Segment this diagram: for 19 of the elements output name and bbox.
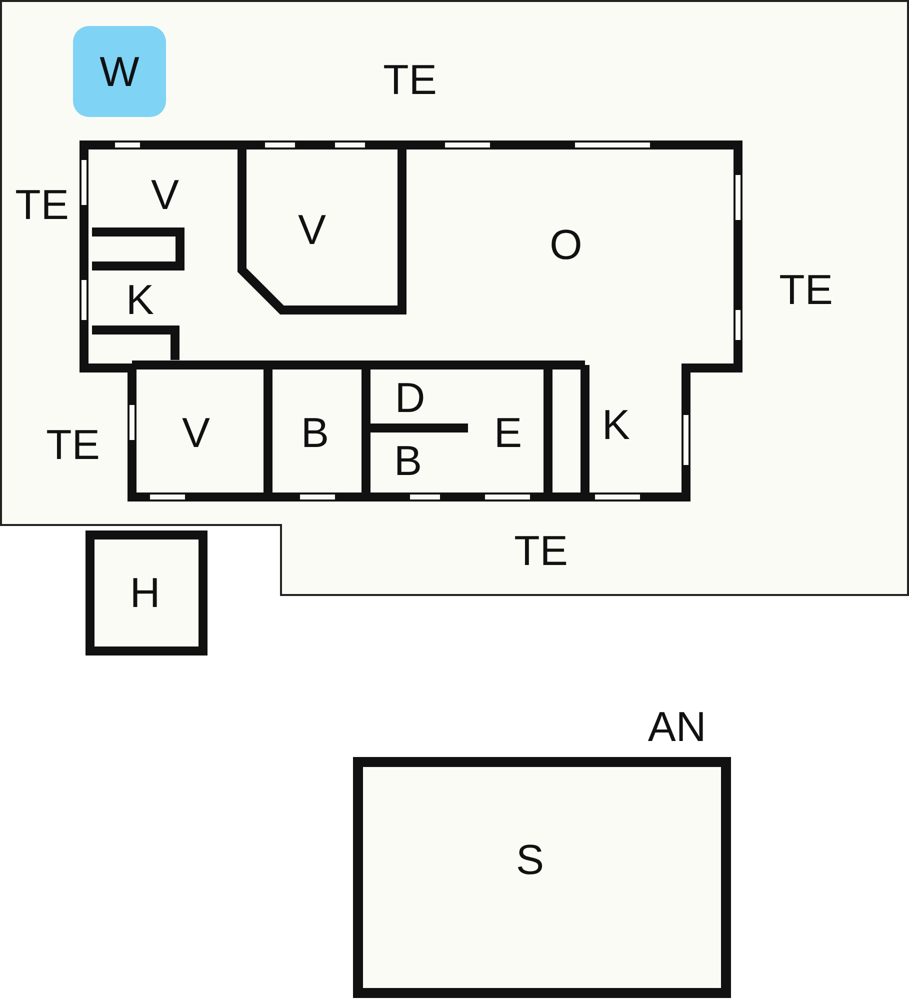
room-label: V [182, 412, 210, 454]
room-label: H [130, 572, 160, 614]
area-label: TE [15, 184, 69, 226]
room-label: O [550, 224, 582, 266]
room-label: V [298, 209, 326, 251]
area-label: TE [46, 424, 100, 466]
room-label: B [394, 440, 422, 482]
room-label: K [602, 404, 630, 446]
room-label: S [516, 839, 544, 881]
area-label: TE [514, 530, 568, 572]
room-label: K [126, 279, 154, 321]
room-label: D [394, 377, 426, 419]
area-label: TE [383, 59, 437, 101]
zone-badge: W [73, 26, 166, 117]
area-label: AN [648, 706, 706, 748]
area-label: TE [779, 269, 833, 311]
room-label: B [301, 412, 329, 454]
room-label: V [151, 174, 179, 216]
room-label: E [494, 412, 522, 454]
